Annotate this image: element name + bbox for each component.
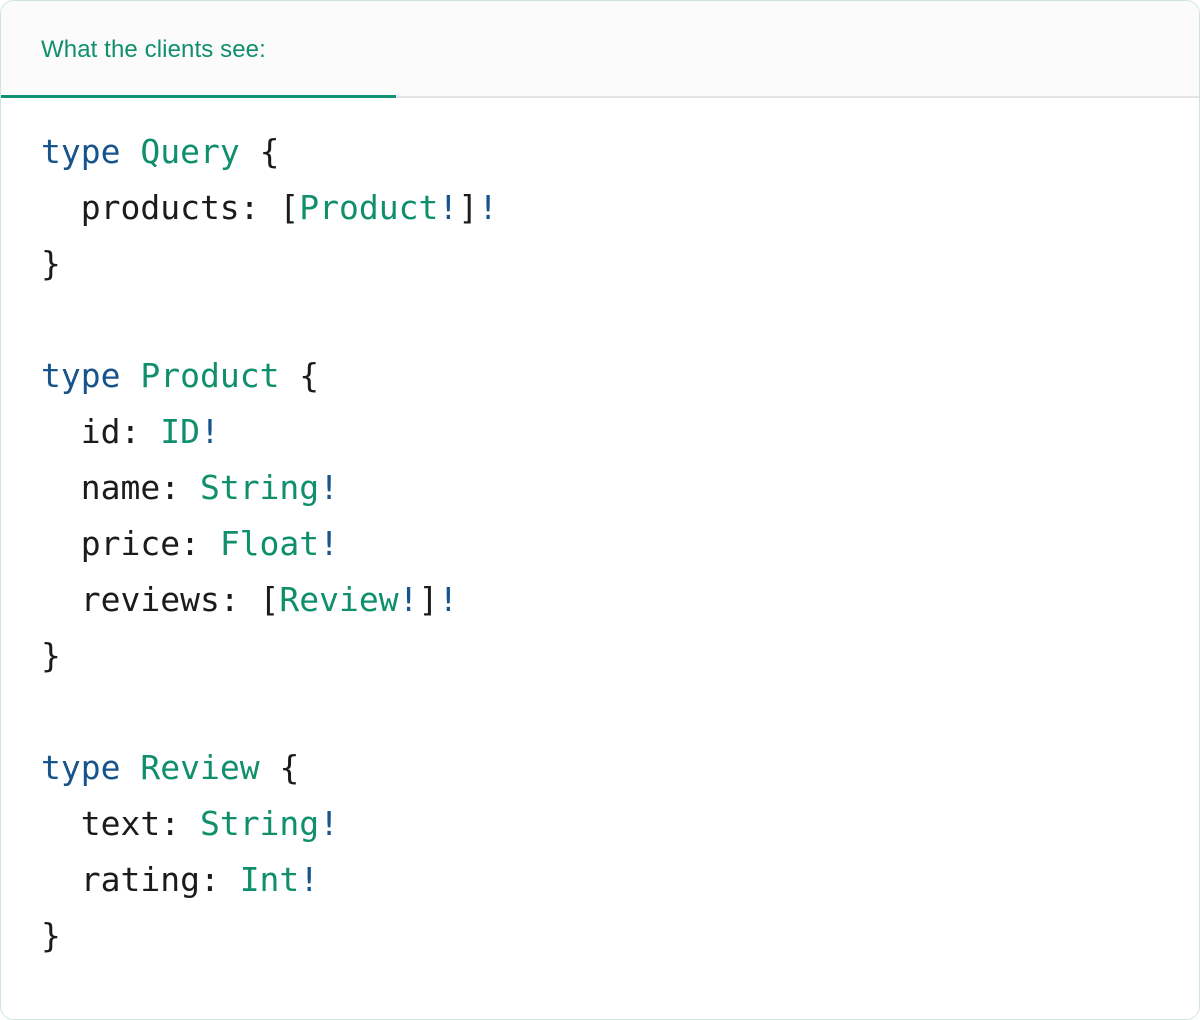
code-token-punct (120, 356, 140, 395)
code-line: name: String! (41, 460, 1159, 516)
graphql-schema-code: type Query { products: [Product!]!} type… (1, 124, 1199, 964)
code-token-bang: ! (438, 188, 459, 227)
code-line: type Product { (41, 348, 1159, 404)
code-token-kw: type (41, 748, 121, 787)
tab-label: What the clients see: (41, 35, 266, 63)
code-token-bang: ! (319, 468, 340, 507)
code-token-bang: ! (199, 412, 220, 451)
code-token-type: Product (140, 356, 280, 395)
code-token-type: Float (219, 524, 320, 563)
code-token-punct: { (239, 132, 280, 171)
code-token-type: Product (299, 188, 439, 227)
code-line: } (41, 236, 1159, 292)
code-token-punct: ] (418, 580, 439, 619)
code-token-type: ID (160, 412, 200, 451)
code-token-bang: ! (398, 580, 419, 619)
code-token-bang: ! (319, 804, 340, 843)
code-token-punct: name: (41, 468, 200, 507)
code-line: reviews: [Review!]! (41, 572, 1159, 628)
code-token-punct: ] (458, 188, 479, 227)
code-token-punct: rating: (41, 860, 240, 899)
code-line: type Review { (41, 740, 1159, 796)
code-token-punct: id: (41, 412, 161, 451)
code-line: } (41, 628, 1159, 684)
code-line: rating: Int! (41, 852, 1159, 908)
code-token-kw: type (41, 132, 121, 171)
code-token-punct: { (279, 356, 320, 395)
code-line: products: [Product!]! (41, 180, 1159, 236)
code-token-punct (120, 748, 140, 787)
code-token-bang: ! (319, 524, 340, 563)
code-line: price: Float! (41, 516, 1159, 572)
code-token-kw: type (41, 356, 121, 395)
code-token-punct (120, 132, 140, 171)
code-area: type Query { products: [Product!]!} type… (1, 98, 1199, 1019)
code-line: } (41, 908, 1159, 964)
code-line: type Query { (41, 124, 1159, 180)
code-line: text: String! (41, 796, 1159, 852)
code-token-bang: ! (299, 860, 320, 899)
code-token-type: Review (279, 580, 399, 619)
code-token-punct: reviews: [ (41, 580, 280, 619)
code-token-punct: products: [ (41, 188, 300, 227)
code-line (41, 292, 1159, 348)
code-line: id: ID! (41, 404, 1159, 460)
code-token-punct: text: (41, 804, 200, 843)
code-root: type Query { products: [Product!]!} type… (41, 124, 1159, 964)
code-token-bang: ! (438, 580, 459, 619)
code-line (41, 684, 1159, 740)
code-token-punct: price: (41, 524, 220, 563)
code-token-bang: ! (478, 188, 498, 227)
tab-bar: What the clients see: (1, 1, 1199, 98)
code-token-punct: } (41, 916, 61, 955)
code-token-type: Query (140, 132, 240, 171)
code-token-punct: } (41, 244, 61, 283)
code-token-punct: { (259, 748, 300, 787)
code-token-type: Review (140, 748, 260, 787)
code-token-punct: } (41, 636, 61, 675)
code-token-type: Int (239, 860, 300, 899)
tab-what-the-clients-see[interactable]: What the clients see: (1, 1, 396, 98)
code-token-type: String (199, 804, 320, 843)
code-token-type: String (199, 468, 320, 507)
